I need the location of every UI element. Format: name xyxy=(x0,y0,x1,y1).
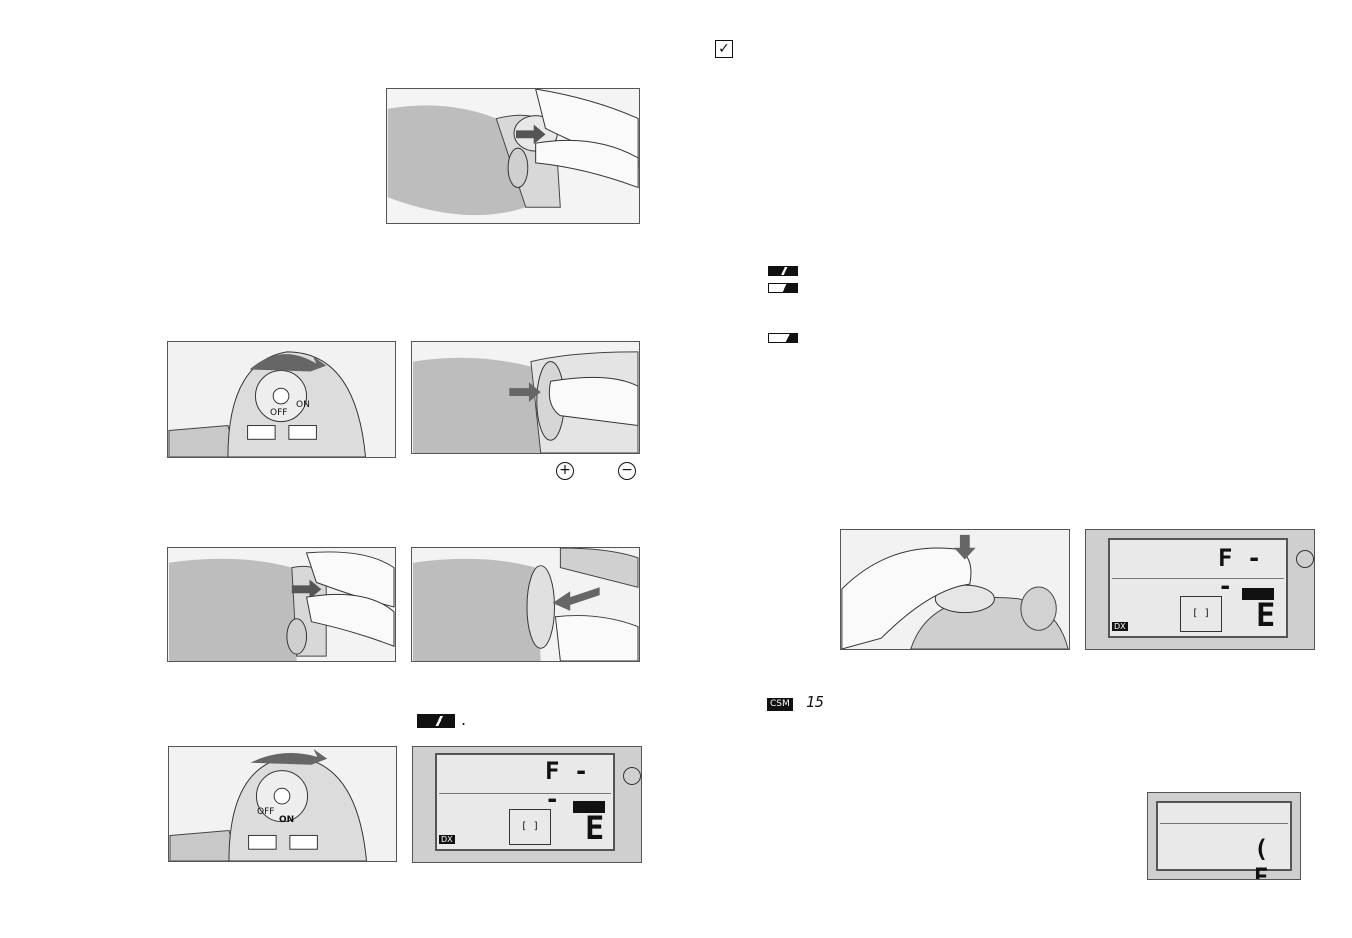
lcd-frame-counter: F - - xyxy=(545,757,589,813)
dial-icon xyxy=(623,767,641,785)
lcd-focus-area: [ ] xyxy=(509,809,551,845)
lcd-panel: F - - [ ] E DX xyxy=(435,753,615,851)
plus-terminal-icon: + xyxy=(556,462,574,480)
figure-power-switch-on: OFF ON xyxy=(168,746,397,862)
lcd-exposure-char: E xyxy=(1256,596,1276,634)
lcd-exposure-char: ( E xyxy=(1254,835,1269,880)
figure-small-lcd: ( E xyxy=(1147,792,1301,880)
csm-badge-icon: CSM xyxy=(767,698,793,711)
figure-shutter-button-press xyxy=(840,529,1070,650)
battery-insertion-illustration xyxy=(168,548,395,661)
battery-half-icon xyxy=(768,283,798,293)
power-dial-on-illustration xyxy=(169,747,396,861)
figure-control-panel-lcd-flashing: F - - [ ] E DX xyxy=(1085,529,1315,650)
figure-battery-latch-press xyxy=(411,341,640,454)
check-box-icon: ✓ xyxy=(715,40,733,58)
csm-number: 15 xyxy=(806,693,825,711)
figure-control-panel-lcd: F - - [ ] E DX xyxy=(412,746,642,863)
lcd-frame-counter: F - - xyxy=(1218,544,1262,600)
dial-off-label: OFF xyxy=(257,807,275,817)
lcd-panel: F - - [ ] E DX xyxy=(1108,538,1288,638)
dial-on-label: ON xyxy=(279,815,295,825)
lcd-battery-icon xyxy=(573,801,605,813)
figure-battery-cover-close xyxy=(411,547,640,662)
battery-full-icon xyxy=(417,714,455,728)
figure-battery-cover-removal xyxy=(386,88,640,224)
figure-battery-insert xyxy=(167,547,396,662)
finger-pressing-latch-illustration xyxy=(413,342,639,453)
lcd-battery-icon xyxy=(1242,588,1274,600)
hand-opening-battery-cover-illustration xyxy=(387,89,639,223)
lcd-exposure-char: E xyxy=(585,809,605,847)
lcd-dx-badge: DX xyxy=(1112,622,1128,631)
dial-icon xyxy=(1296,550,1314,568)
finger-pressing-button-illustration xyxy=(841,530,1069,649)
power-dial-illustration xyxy=(168,342,395,457)
lcd-focus-area: [ ] xyxy=(1180,596,1222,632)
battery-cover-closing-illustration xyxy=(412,548,639,661)
sentence-period: . xyxy=(461,710,467,729)
battery-full-icon xyxy=(768,266,798,276)
lcd-dx-badge: DX xyxy=(439,835,455,844)
dial-on-label: ON xyxy=(296,400,310,410)
battery-low-icon xyxy=(768,333,798,343)
dial-off-label: OFF xyxy=(270,408,288,418)
minus-terminal-icon: − xyxy=(618,462,636,480)
lcd-panel: ( E xyxy=(1156,801,1292,879)
figure-power-switch-off: OFF ON xyxy=(167,341,396,458)
